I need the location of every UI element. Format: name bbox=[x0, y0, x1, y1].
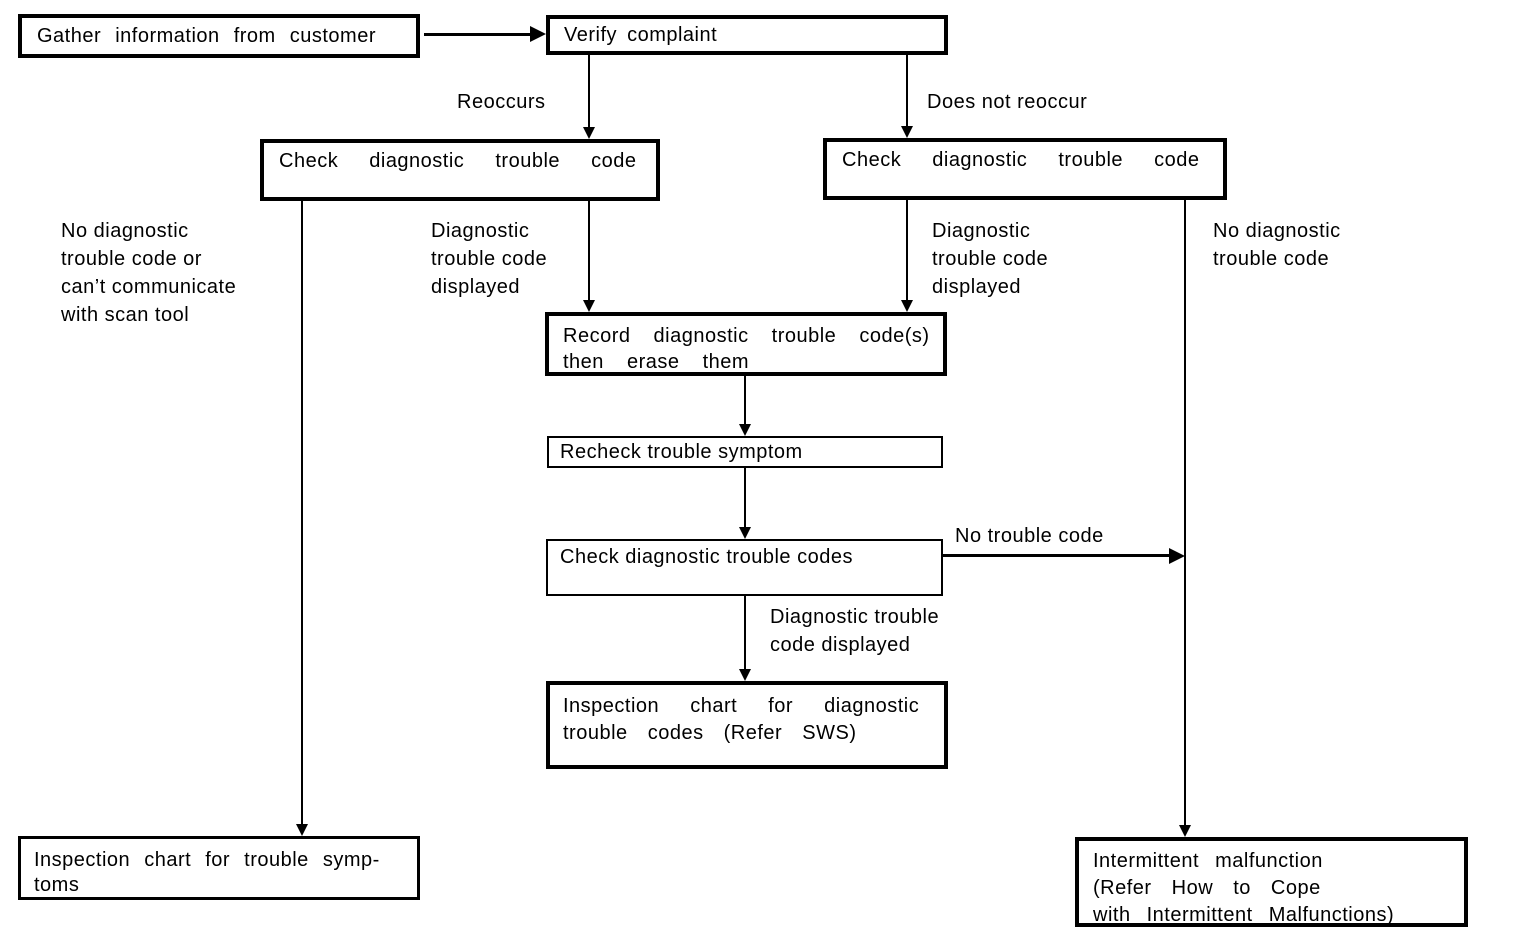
edge-check-codes-to-intermittent bbox=[943, 554, 1171, 557]
arrowhead-check-codes-to-intermittent bbox=[1169, 548, 1185, 564]
check-dtc-left-box: Check diagnostic trouble code bbox=[260, 139, 660, 201]
check-dtc-left-label: Check diagnostic trouble code bbox=[279, 150, 637, 172]
record-erase-dtc-line: then erase them bbox=[563, 351, 750, 373]
record-erase-dtc-box: Record diagnostic trouble code(s) then e… bbox=[545, 312, 947, 376]
gather-information-label: Gather information from customer bbox=[37, 24, 376, 47]
edge-record-to-recheck bbox=[744, 376, 746, 425]
label-dtc-displayed-left: Diagnostic trouble code displayed bbox=[431, 220, 548, 298]
arrowhead-gather-to-verify bbox=[530, 26, 546, 42]
arrowhead-verify-to-check-right bbox=[901, 126, 913, 138]
arrowhead-check-left-to-record bbox=[583, 300, 595, 312]
recheck-symptom-label: Recheck trouble symptom bbox=[560, 440, 803, 463]
check-dtc-codes-label: Check diagnostic trouble codes bbox=[560, 546, 853, 568]
record-erase-dtc-line: Record diagnostic trouble code(s) bbox=[563, 325, 930, 347]
recheck-symptom-box: Recheck trouble symptom bbox=[547, 436, 943, 468]
edge-check-right-to-intermittent bbox=[1184, 200, 1186, 826]
check-dtc-right-box: Check diagnostic trouble code bbox=[823, 138, 1227, 200]
inspection-chart-dtc-line: Inspection chart for diagnostic bbox=[563, 695, 920, 717]
verify-complaint-label: Verify complaint bbox=[564, 23, 718, 46]
inspection-chart-symptoms-box: Inspection chart for trouble symp- toms bbox=[18, 836, 420, 900]
edge-check-right-to-record bbox=[906, 200, 908, 301]
arrowhead-check-left-to-inspection-symptoms bbox=[296, 824, 308, 836]
intermittent-malfunction-line: (Refer How to Cope bbox=[1093, 877, 1321, 899]
inspection-chart-symptoms-line: Inspection chart for trouble symp- bbox=[34, 849, 380, 871]
inspection-chart-dtc-line: trouble codes (Refer SWS) bbox=[563, 722, 857, 744]
intermittent-malfunction-box: Intermittent malfunction (Refer How to C… bbox=[1075, 837, 1468, 927]
label-dtc-displayed-bottom: Diagnostic trouble code displayed bbox=[770, 606, 940, 656]
check-dtc-codes-box: Check diagnostic trouble codes bbox=[546, 539, 943, 596]
edge-check-left-to-inspection-symptoms bbox=[301, 201, 303, 825]
edge-gather-to-verify bbox=[424, 33, 532, 36]
gather-information-box: Gather information from customer bbox=[18, 14, 420, 58]
edge-recheck-to-check-codes bbox=[744, 468, 746, 528]
inspection-chart-dtc-box: Inspection chart for diagnostic trouble … bbox=[546, 681, 948, 769]
label-no-dtc-cant-communicate: No diagnostic trouble code or can’t comm… bbox=[61, 220, 237, 326]
arrowhead-verify-to-check-left bbox=[583, 127, 595, 139]
arrowhead-check-right-to-record bbox=[901, 300, 913, 312]
edge-check-left-to-record bbox=[588, 201, 590, 301]
label-reoccurs: Reoccurs bbox=[457, 91, 546, 113]
intermittent-malfunction-line: with Intermittent Malfunctions) bbox=[1093, 904, 1395, 926]
intermittent-malfunction-line: Intermittent malfunction bbox=[1093, 850, 1323, 872]
label-dtc-displayed-right: Diagnostic trouble code displayed bbox=[932, 220, 1049, 298]
verify-complaint-box: Verify complaint bbox=[546, 15, 948, 55]
arrowhead-record-to-recheck bbox=[739, 424, 751, 436]
inspection-chart-symptoms-line: toms bbox=[34, 874, 80, 896]
arrowhead-recheck-to-check-codes bbox=[739, 527, 751, 539]
arrowhead-check-right-to-intermittent bbox=[1179, 825, 1191, 837]
arrowhead-check-codes-to-inspection-dtc bbox=[739, 669, 751, 681]
edge-verify-to-check-left bbox=[588, 55, 590, 128]
label-does-not-reoccur: Does not reoccur bbox=[927, 91, 1088, 113]
label-no-dtc-right: No diagnostic trouble code bbox=[1213, 220, 1341, 270]
edge-check-codes-to-inspection-dtc bbox=[744, 596, 746, 670]
check-dtc-right-label: Check diagnostic trouble code bbox=[842, 149, 1200, 171]
edge-verify-to-check-right bbox=[906, 55, 908, 127]
label-no-trouble-code: No trouble code bbox=[955, 525, 1104, 547]
